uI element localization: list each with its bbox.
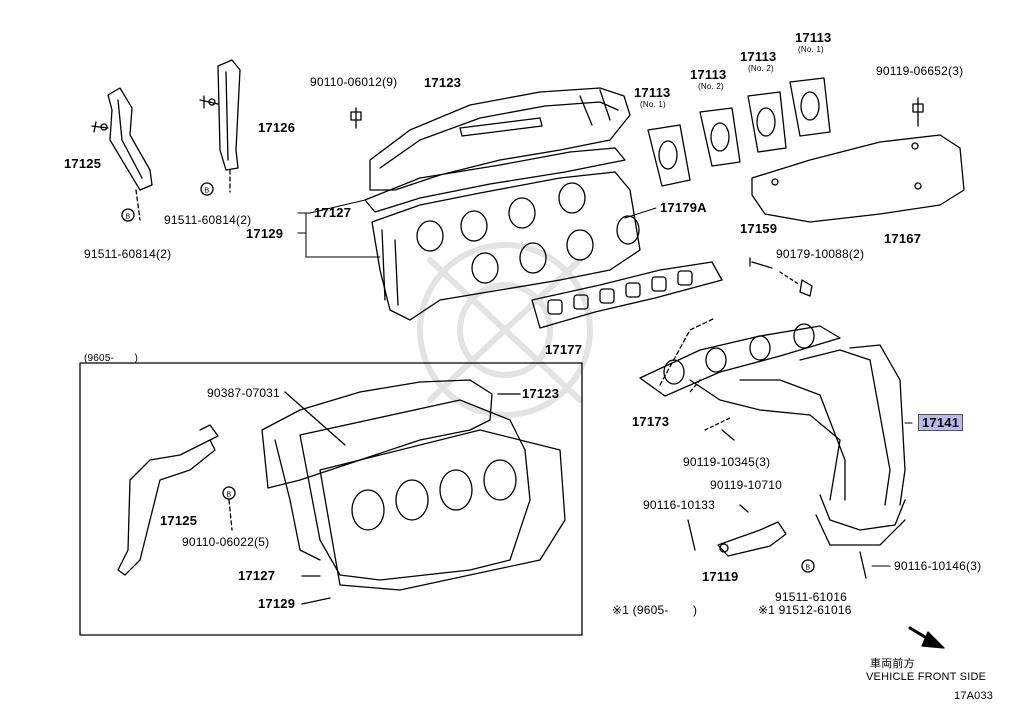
label-17119: 17119 (702, 569, 739, 584)
heat-insulator-17129 (371, 171, 641, 321)
heat-insulator-17167 (751, 97, 965, 223)
svg-text:B: B (205, 188, 210, 195)
bracket-17125: B (91, 87, 153, 222)
label-17126: 17126 (258, 120, 296, 135)
inset-date-range: (9605- ) (84, 353, 139, 364)
exhaust-manifold-17141 (639, 317, 906, 546)
label-90110-06012: 90110-06012(9) (310, 75, 398, 89)
label-17113-3: 17113 (740, 49, 777, 64)
svg-text:B: B (126, 214, 131, 221)
label-no2-a: (No. 2) (698, 82, 724, 91)
label-91512-61016: ※1 91512-61016 (758, 603, 852, 617)
svg-text:B: B (227, 492, 232, 499)
inset-label-90110-06022: 90110-06022(5) (182, 535, 270, 549)
label-90116-10146: 90116-10146(3) (894, 559, 982, 573)
label-no2-b: (No. 2) (748, 64, 774, 73)
label-17113-2: 17113 (690, 67, 727, 82)
bracket-17119: B (687, 429, 867, 579)
inset-label-17129: 17129 (258, 596, 296, 611)
label-no1-a: (No. 1) (640, 100, 666, 109)
inset-label-17127: 17127 (238, 568, 276, 583)
label-no1-b: (No. 1) (798, 45, 824, 54)
label-17125: 17125 (64, 156, 102, 171)
label-17167: 17167 (884, 231, 922, 246)
front-arrow-icon (908, 626, 945, 649)
figure-code: 17A033 (954, 690, 994, 702)
label-17177: 17177 (545, 342, 583, 357)
svg-text:B: B (806, 565, 811, 572)
label-17123: 17123 (424, 75, 462, 90)
inset-label-17125: 17125 (160, 513, 198, 528)
label-90119-10345: 90119-10345(3) (683, 455, 771, 469)
gasket-17177 (531, 261, 723, 329)
label-90179-10088: 90179-10088(2) (776, 247, 865, 261)
front-side-jp: 車両前方 (870, 658, 915, 670)
label-90119-06652: 90119-06652(3) (876, 64, 964, 78)
label-17129: 17129 (246, 226, 284, 241)
inset-frame: B (79, 362, 583, 636)
label-91511-60814-a: 91511-60814(2) (84, 247, 172, 261)
note-9605: ※1 (9605- ) (612, 603, 698, 617)
label-17141-highlighted[interactable]: 17141 (918, 414, 964, 431)
label-17113-1: 17113 (634, 85, 671, 100)
label-91511-61016: 91511-61016 (775, 590, 848, 604)
stud-17159 (749, 257, 813, 297)
label-91511-60814-b: 91511-60814(2) (164, 213, 252, 227)
inset-label-17123: 17123 (522, 386, 560, 401)
leader-lines (297, 199, 913, 567)
front-side-en: VEHICLE FRONT SIDE (866, 671, 987, 683)
watermark-emblem (417, 242, 593, 418)
label-17127: 17127 (314, 205, 352, 220)
heat-insulator-17123 (350, 87, 631, 191)
label-17113-4: 17113 (795, 30, 832, 45)
bracket-17126: B (199, 59, 241, 196)
label-90119-10710: 90119-10710 (710, 478, 783, 492)
inset-label-90387-07031: 90387-07031 (207, 386, 280, 400)
gasket-17127 (364, 147, 626, 213)
label-17159: 17159 (740, 221, 778, 236)
port-gaskets-17113 (647, 77, 831, 187)
label-17173: 17173 (632, 414, 670, 429)
label-17179a: 17179A (660, 200, 707, 215)
label-90116-10133: 90116-10133 (643, 498, 716, 512)
